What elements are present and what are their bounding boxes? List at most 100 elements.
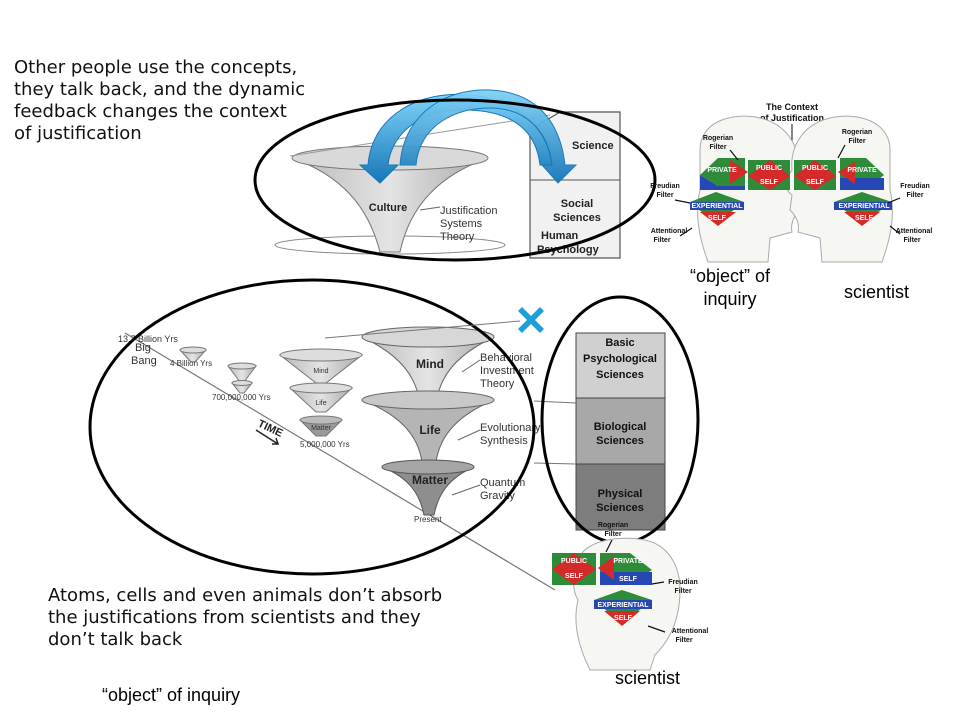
- filter-label: Filter: [656, 192, 673, 199]
- domain-label: SELF: [806, 179, 825, 186]
- level-label: Sciences: [596, 502, 644, 514]
- feedback-arrow-right: [399, 89, 578, 184]
- matter-cone: [381, 466, 475, 516]
- science-label: Science: [572, 140, 614, 152]
- object-of-inquiry-label: “object” of inquiry: [680, 266, 780, 310]
- jst-label: Systems: [440, 218, 483, 230]
- small-cone-label: Matter: [311, 425, 332, 432]
- context-title: of Justification: [760, 113, 824, 123]
- time-label: 700,000,000 Yrs: [212, 393, 271, 402]
- time-word: TIME: [256, 418, 285, 440]
- main-ellipse: [88, 278, 536, 576]
- domain-label: PUBLIC: [561, 558, 587, 565]
- time-label: 4 Billion Yrs: [170, 359, 212, 368]
- science-levels: Basic Psychological Sciences Biological …: [533, 295, 700, 545]
- life-label: Life: [419, 423, 441, 437]
- bottom-scientist-head: Rogerian Filter PUBLIC SELF PRIVATE SELF…: [552, 522, 709, 671]
- social-sciences-label: Sciences: [553, 212, 601, 224]
- filter-label: Attentional: [672, 628, 709, 635]
- bottom-caption-line: the justifications from scientists and t…: [48, 607, 421, 628]
- domain-private-bottom: PRIVATE SELF: [598, 553, 652, 585]
- filter-label: Filter: [848, 138, 865, 145]
- level-label: Sciences: [596, 369, 644, 381]
- filter-label: Freudian: [668, 579, 698, 586]
- jst-label: Justification: [440, 205, 497, 217]
- filter-label: Rogerian: [703, 135, 733, 142]
- domain-label: SELF: [708, 215, 727, 222]
- domain-label: PUBLIC: [802, 165, 828, 172]
- level-label: Physical: [598, 488, 643, 500]
- theory-label: Investment: [480, 365, 534, 377]
- filter-label: Freudian: [650, 183, 680, 190]
- domain-label: PRIVATE: [707, 167, 737, 174]
- filter-label: Attentional: [896, 228, 933, 235]
- domain-private-right: PRIVATE: [838, 158, 884, 190]
- theory-label: Behavioral: [480, 352, 532, 364]
- domain-public-bottom: PUBLIC SELF: [552, 553, 596, 585]
- filter-label: Filter: [674, 588, 691, 595]
- domain-experiential-left: EXPERIENTIAL SELF: [690, 192, 744, 226]
- top-figure: Science Social Sciences Human Psychology…: [253, 89, 657, 262]
- filter-label: Filter: [906, 192, 923, 199]
- scientist-label-right: scientist: [844, 282, 910, 302]
- object-of-inquiry-line: “object” of: [689, 266, 771, 286]
- time-marker: TIME: [255, 418, 285, 445]
- context-title: The Context: [766, 102, 818, 112]
- object-of-inquiry-bottom-label: “object” of inquiry: [102, 685, 241, 705]
- domain-public-left: PUBLIC SELF: [748, 160, 790, 190]
- top-caption-line: of justification: [14, 123, 142, 144]
- domain-label: SELF: [855, 215, 874, 222]
- domain-experiential-bottom: EXPERIENTIAL SELF: [594, 590, 652, 626]
- matter-label: Matter: [412, 473, 448, 487]
- filter-label: Filter: [653, 237, 670, 244]
- filter-label: Filter: [675, 637, 692, 644]
- theory-label: Synthesis: [480, 435, 528, 447]
- level-label: Biological: [594, 421, 647, 433]
- top-ellipse: [253, 98, 657, 262]
- filter-label: Filter: [903, 237, 920, 244]
- filter-label: Freudian: [900, 183, 930, 190]
- context-of-justification: The Context of Justification PRIVATE PUB…: [650, 102, 933, 263]
- theory-label: Evolutionary: [480, 422, 541, 434]
- culture-label: Culture: [369, 202, 408, 214]
- human-psychology-label: Psychology: [537, 244, 600, 256]
- level-label: Basic: [605, 337, 634, 349]
- filter-label: Filter: [709, 144, 726, 151]
- domain-label: PUBLIC: [756, 165, 782, 172]
- domain-label: PRIVATE: [847, 167, 877, 174]
- big-bang-label: Big: [135, 342, 151, 354]
- social-sciences-label: Social: [561, 198, 593, 210]
- human-psychology-label: Human: [541, 230, 579, 242]
- top-caption-line: they talk back, and the dynamic: [14, 79, 306, 100]
- feedback-arrow-left: [358, 93, 553, 184]
- domain-private-left: PRIVATE: [700, 158, 748, 190]
- filter-label: Attentional: [651, 228, 688, 235]
- scientist-label-bottom: scientist: [615, 668, 681, 688]
- domain-label: EXPERIENTIAL: [692, 203, 744, 210]
- small-cone-label: Mind: [313, 368, 328, 375]
- bottom-caption-line: Atoms, cells and even animals don’t abso…: [48, 585, 443, 606]
- theory-label: Theory: [480, 378, 515, 390]
- top-caption-line: Other people use the concepts,: [14, 57, 298, 78]
- jst-label: Theory: [440, 231, 475, 243]
- big-bang-label: Bang: [131, 355, 157, 367]
- level-label: Psychological: [583, 353, 657, 365]
- filter-label: Rogerian: [842, 129, 872, 136]
- level-label: Sciences: [596, 435, 644, 447]
- domain-public-right: PUBLIC SELF: [794, 160, 836, 190]
- mind-label: Mind: [416, 357, 444, 371]
- bottom-caption: Atoms, cells and even animals don’t abso…: [48, 585, 468, 651]
- domain-label: EXPERIENTIAL: [839, 203, 891, 210]
- domain-label: SELF: [565, 573, 584, 580]
- time-figure: 13.7 Billion Yrs Big Bang 4 Billion Yrs …: [88, 278, 556, 591]
- small-cone-label: Life: [315, 400, 326, 407]
- top-caption-line: feedback changes the context: [14, 101, 287, 122]
- object-of-inquiry-line: inquiry: [703, 289, 757, 309]
- domain-experiential-right: EXPERIENTIAL SELF: [834, 192, 892, 226]
- big-bang-years: 13.7 Billion Yrs: [118, 334, 178, 344]
- top-caption: Other people use the concepts, they talk…: [14, 57, 324, 145]
- domain-label: PRIVATE: [613, 558, 643, 565]
- filter-label: Rogerian: [598, 522, 628, 529]
- bottom-caption-line: don’t talk back: [48, 629, 183, 650]
